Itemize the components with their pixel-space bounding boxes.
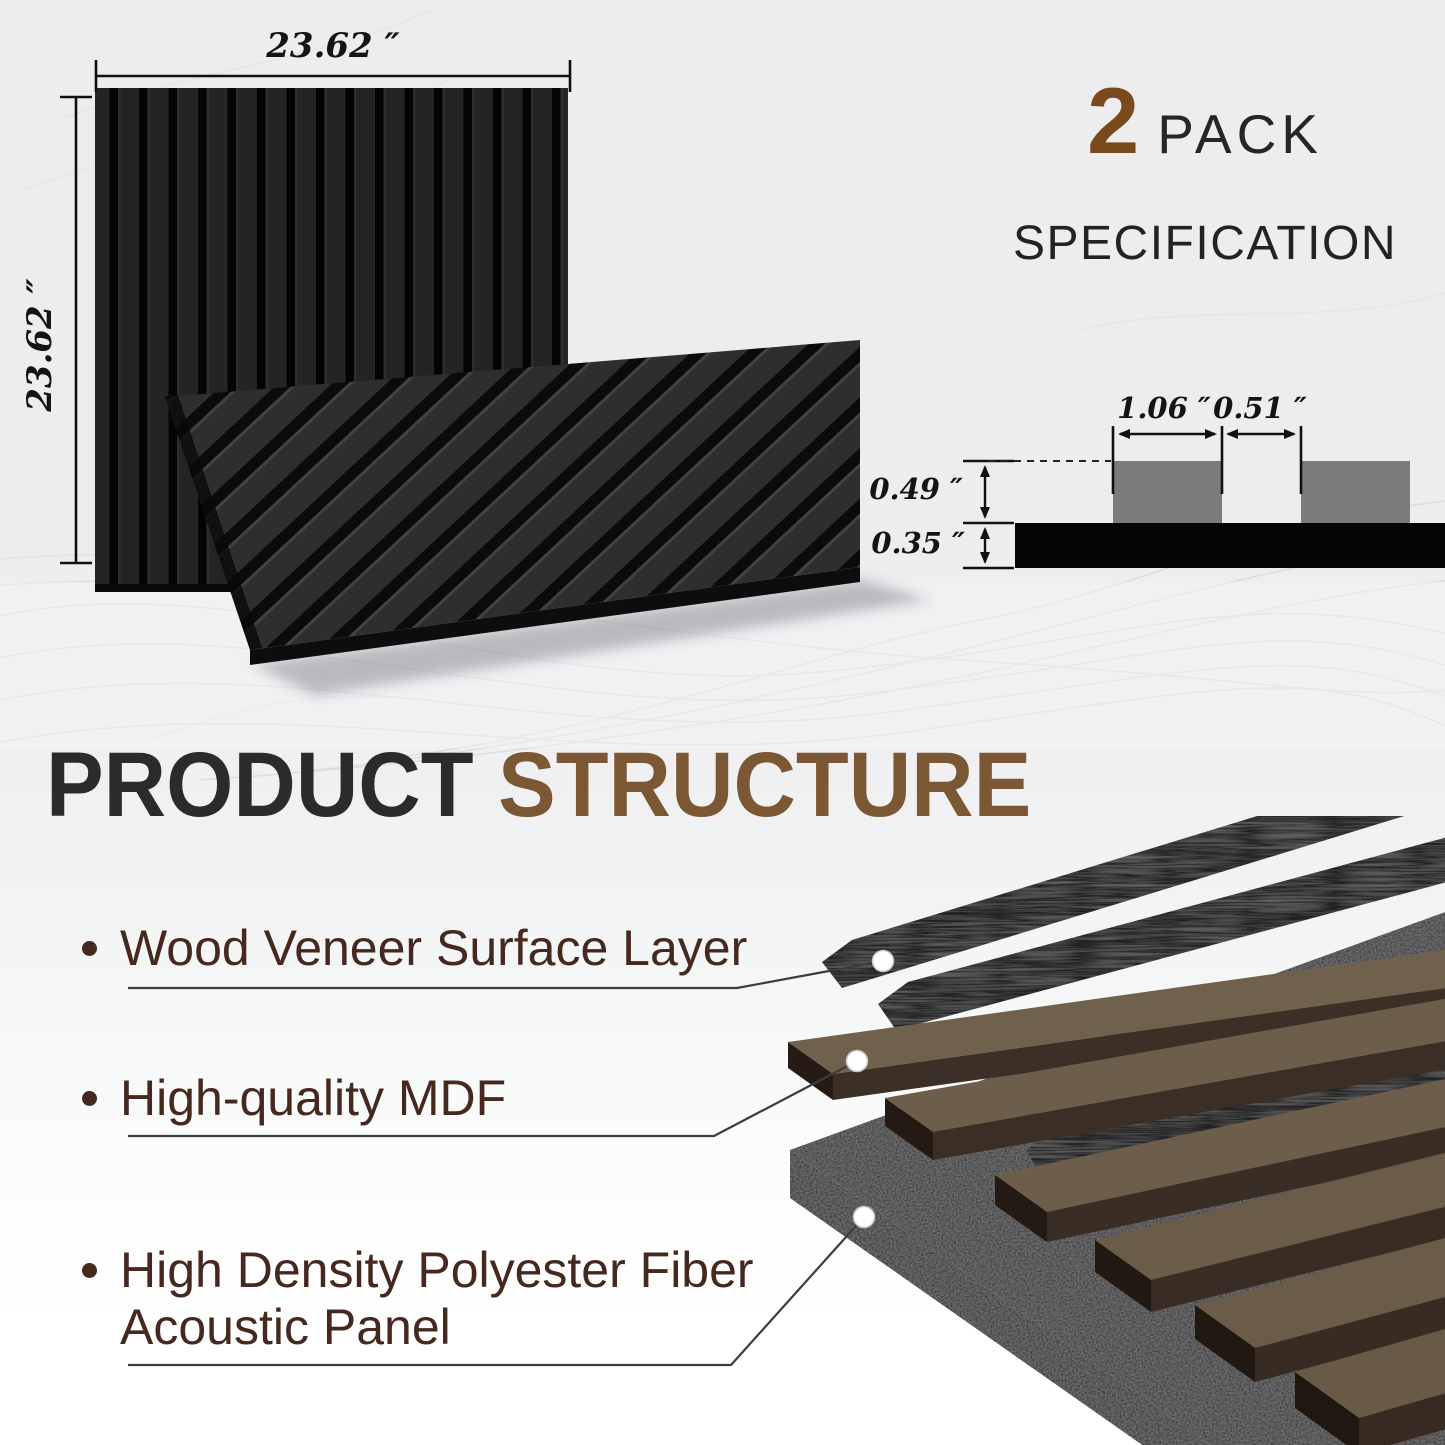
panel-height-dimension-label: 23.62 ″ bbox=[20, 278, 60, 412]
leaning-panel-felt-edge bbox=[250, 567, 860, 665]
background-wave-lines bbox=[0, 9, 1445, 781]
backer-thickness-dimension-label: 0.35 ″ bbox=[871, 526, 965, 560]
heading-word-structure: STRUCTURE bbox=[498, 734, 1032, 836]
pack-header: 2 PACK bbox=[1010, 74, 1400, 168]
layer-label-mdf: High-quality MDF bbox=[68, 1070, 506, 1127]
leaning-panel-graphic bbox=[165, 340, 860, 650]
cross-section-diagram bbox=[963, 426, 1445, 570]
layer-label-mdf-line1: High-quality MDF bbox=[120, 1070, 507, 1126]
panel-dimension-lines bbox=[60, 60, 572, 565]
layer-label-acoustic-felt-line2: Acoustic Panel bbox=[120, 1299, 451, 1355]
panel-pair-graphic bbox=[95, 88, 930, 695]
cross-section-slat-1 bbox=[1113, 461, 1222, 523]
felt-callout-dot bbox=[852, 1205, 876, 1229]
layer-label-acoustic-felt-line1: High Density Polyester Fiber bbox=[120, 1242, 754, 1298]
mdf-slats-graphic bbox=[788, 950, 1445, 1445]
cross-section-slat-2 bbox=[1301, 461, 1410, 523]
veneer-callout-dot bbox=[871, 949, 895, 973]
callout-lines bbox=[128, 959, 884, 1367]
pack-word: PACK bbox=[1157, 103, 1323, 165]
exploded-layers-diagram bbox=[788, 816, 1445, 1445]
panel-width-dimension-label: 23.62 ″ bbox=[266, 26, 400, 66]
specification-title: SPECIFICATION bbox=[1013, 217, 1397, 270]
layer-label-veneer-line1: Wood Veneer Surface Layer bbox=[120, 920, 748, 976]
product-structure-heading: PRODUCT STRUCTURE bbox=[46, 737, 1031, 834]
cross-section-backer bbox=[1015, 523, 1445, 568]
mdf-callout-dot bbox=[845, 1049, 869, 1073]
slat-thickness-dimension-label: 0.49 ″ bbox=[869, 472, 963, 506]
pack-count: 2 bbox=[1087, 68, 1140, 173]
layer-label-acoustic-felt: High Density Polyester Fiber Acoustic Pa… bbox=[68, 1242, 754, 1356]
slat-width-dimension-label: 1.06 ″ bbox=[1117, 391, 1211, 425]
layer-label-veneer: Wood Veneer Surface Layer bbox=[68, 920, 747, 977]
heading-word-product: PRODUCT bbox=[46, 734, 474, 836]
callout-dots bbox=[845, 949, 895, 1229]
slat-gap-dimension-label: 0.51 ″ bbox=[1213, 391, 1307, 425]
